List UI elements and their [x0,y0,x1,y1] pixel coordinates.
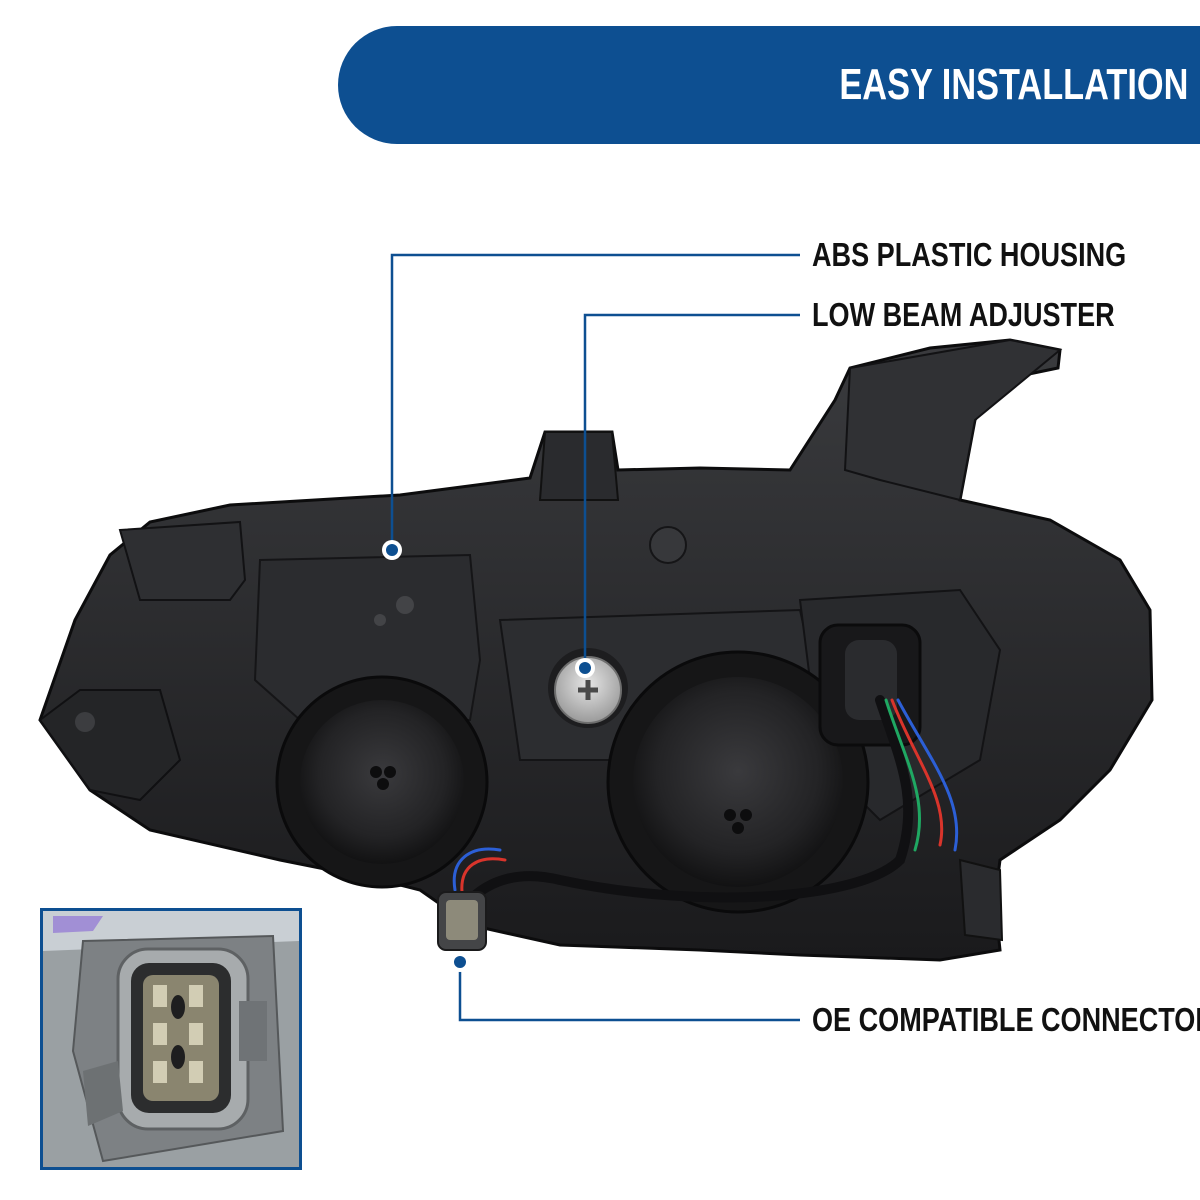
banner-title: EASY INSTALLATION [839,60,1188,109]
callout-oe-connector: OE COMPATIBLE CONNECTOR [812,1001,1200,1038]
mount-bracket [958,858,1004,942]
wiring-harness [452,695,959,905]
callout-abs-housing: ABS PLASTIC HOUSING [812,236,1127,273]
callout-dots [382,540,595,972]
callout-low-beam-adjuster: LOW BEAM ADJUSTER [812,296,1115,333]
left-dust-cap [275,675,489,889]
oe-connector [437,891,487,951]
connector-closeup-illustration [43,911,299,1167]
right-dust-cap [606,650,870,914]
adjuster-screw [548,648,628,728]
callout-lines [390,253,800,1022]
connector-closeup-inset [40,908,302,1170]
header-banner: EASY INSTALLATION [338,26,1200,144]
